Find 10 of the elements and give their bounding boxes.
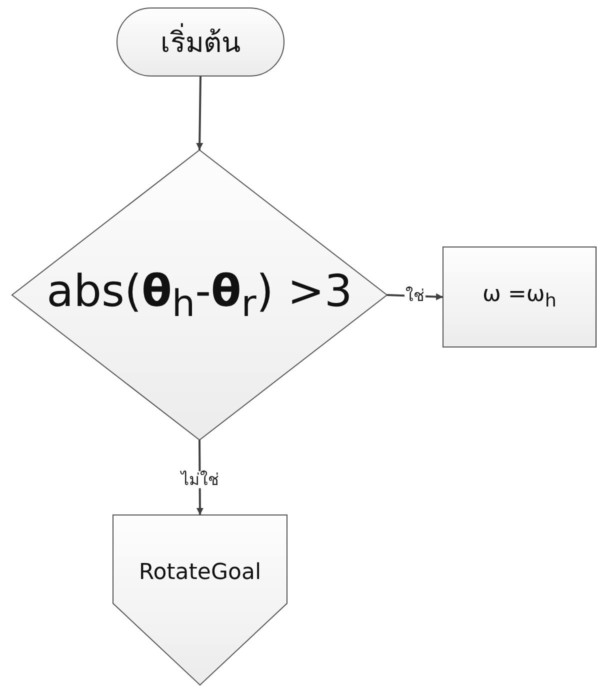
node-label: RotateGoal: [138, 560, 262, 584]
decision-diamond: [12, 150, 387, 440]
node-label: ω =ω$_{h}$: [482, 282, 556, 312]
node-label: เริ่มต้น: [160, 20, 240, 64]
process-box: [443, 247, 596, 347]
off-page-connector: [113, 515, 287, 685]
arrow: [196, 76, 204, 150]
edge-label: ไม่ใช่: [180, 470, 220, 488]
start-terminal: [117, 8, 284, 76]
node-label: abs(θ$_{h}$-θ$_{r}$) >3: [46, 266, 352, 324]
